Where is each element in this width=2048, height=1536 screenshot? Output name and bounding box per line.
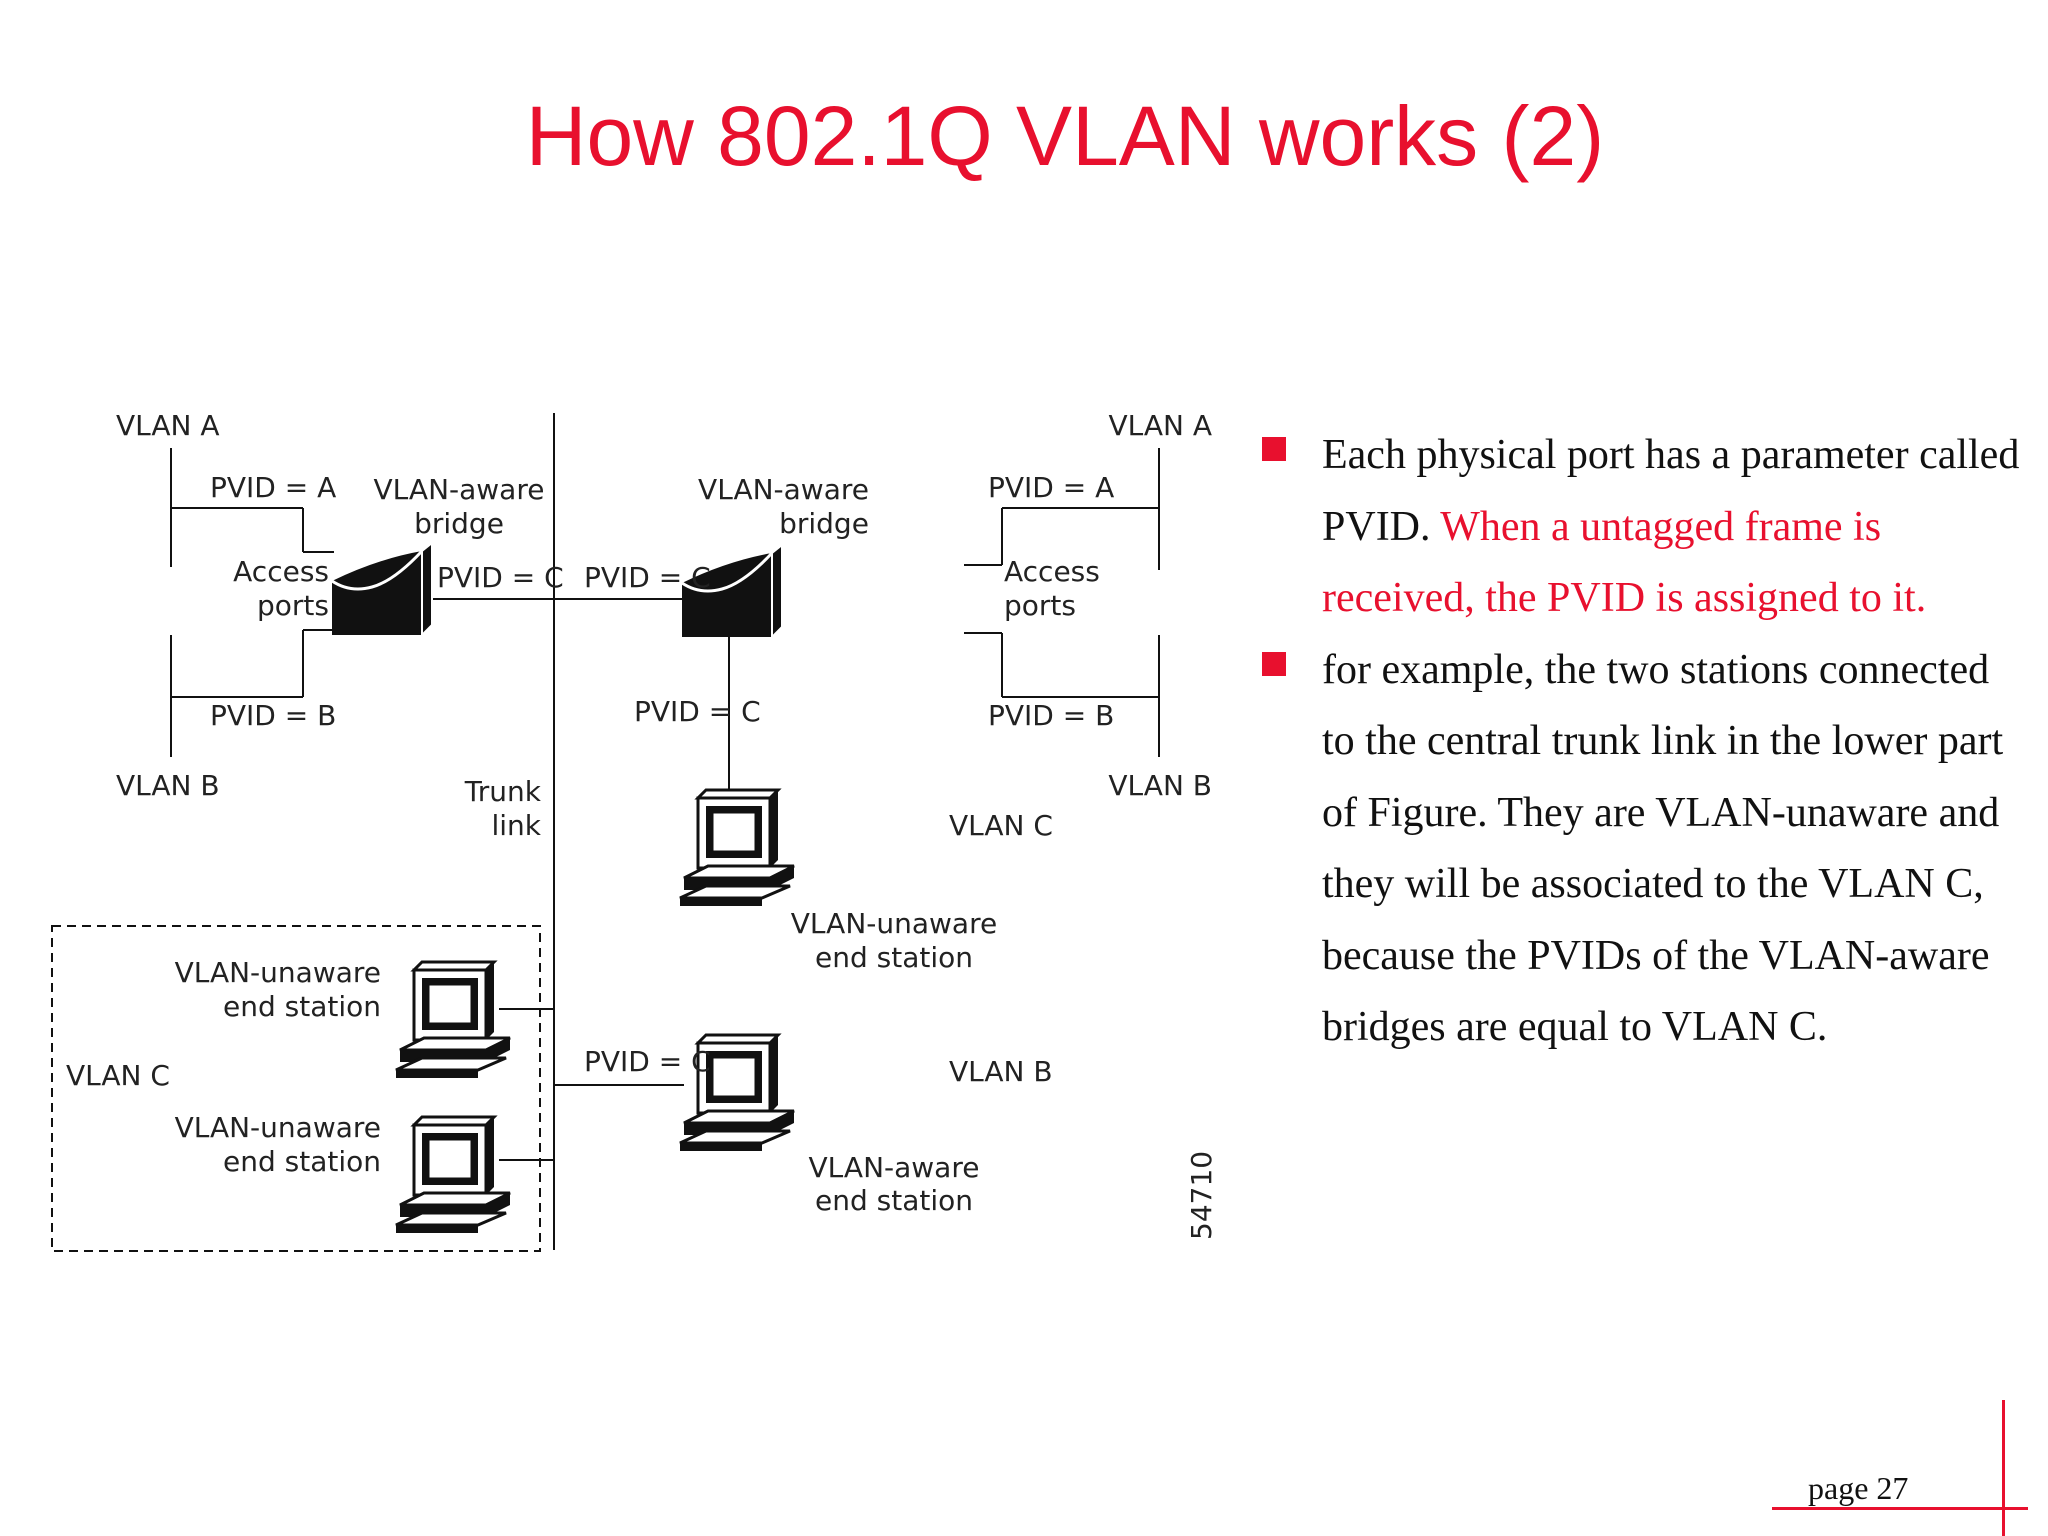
svg-text:VLAN A: VLAN A [1108,409,1212,442]
svg-text:Access: Access [233,555,329,588]
svg-text:end station: end station [223,1145,381,1178]
svg-text:PVID = C: PVID = C [437,561,564,594]
svg-text:PVID = C: PVID = C [584,561,711,594]
svg-text:54710: 54710 [1185,1151,1218,1240]
svg-text:VLAN-unaware: VLAN-unaware [791,907,997,940]
bullet-item-2: for example, the two stations connected … [1262,635,2022,1064]
svg-text:ports: ports [1004,589,1076,622]
svg-text:PVID = C: PVID = C [584,1045,711,1078]
square-bullet-icon [1262,651,1286,676]
slide-title: How 802.1Q VLAN works (2) [525,89,1605,183]
svg-text:PVID = C: PVID = C [634,695,761,728]
svg-text:end station: end station [815,1184,973,1217]
svg-text:Trunk: Trunk [464,775,542,808]
page-number: page 27 [1808,1470,1909,1506]
bullet-text: for example, the two stations connected … [1322,646,2004,1051]
bullet-list: Each physical port has a parameter calle… [1262,420,2022,1064]
bullet-item-1: Each physical port has a parameter calle… [1262,420,2022,635]
svg-text:Access: Access [1004,555,1100,588]
svg-text:VLAN A: VLAN A [116,409,220,442]
bullet-highlight: When a untagged frame is received, the P… [1322,503,1927,622]
svg-text:PVID = B: PVID = B [210,699,336,732]
svg-text:ports: ports [257,589,329,622]
bullet-text: Each physical port has a parameter calle… [1322,432,2020,550]
svg-text:VLAN-aware: VLAN-aware [374,473,545,506]
svg-text:VLAN C: VLAN C [949,809,1053,842]
square-bullet-icon [1262,437,1286,461]
svg-text:link: link [491,809,541,842]
svg-text:VLAN C: VLAN C [66,1059,170,1092]
svg-text:VLAN-aware: VLAN-aware [698,473,869,506]
svg-text:PVID = A: PVID = A [988,471,1114,504]
vlan-network-diagram: VLAN A PVID = A VLAN-aware bridge Access… [44,405,1244,1260]
svg-text:VLAN B: VLAN B [116,769,220,802]
svg-text:end station: end station [223,990,381,1023]
svg-text:VLAN B: VLAN B [1108,769,1212,802]
svg-text:PVID = A: PVID = A [210,471,336,504]
svg-text:VLAN-aware: VLAN-aware [809,1151,980,1184]
svg-text:bridge: bridge [414,507,504,540]
footer-rule-vertical [2002,1400,2005,1536]
svg-text:VLAN-unaware: VLAN-unaware [175,956,381,989]
svg-text:bridge: bridge [779,507,869,540]
svg-text:VLAN B: VLAN B [949,1055,1053,1088]
footer-rule-horizontal [1772,1507,2028,1510]
svg-text:end station: end station [815,941,973,974]
svg-text:PVID = B: PVID = B [988,699,1114,732]
svg-text:VLAN-unaware: VLAN-unaware [175,1111,381,1144]
